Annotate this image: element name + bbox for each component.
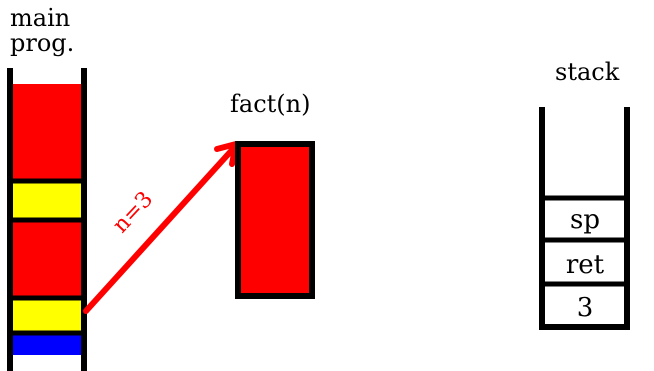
stack-label: stack [555, 58, 620, 86]
stack-cell-sp: sp [570, 205, 600, 235]
function-body [235, 141, 315, 299]
main-program-code-block-1 [10, 84, 83, 181]
stack-structure: stack sp ret 3 [539, 58, 630, 330]
argument-label: n=3 [108, 187, 158, 238]
stack-cell-ret: ret [566, 250, 605, 280]
function-label: fact(n) [230, 90, 310, 118]
stack-cell-arg: 3 [577, 293, 594, 323]
call-arrow-shaft [83, 147, 235, 314]
call-arrow: n=3 [83, 141, 239, 314]
main-program-current-instruction [10, 333, 83, 355]
main-program-label-line1: main [10, 4, 70, 32]
function-block: fact(n) [230, 90, 315, 299]
main-program-column: main prog. [7, 4, 87, 371]
main-program-call-site-2 [10, 298, 83, 333]
main-program-label-line2: prog. [10, 29, 74, 57]
main-program-call-site-1 [10, 181, 83, 220]
main-program-code-block-2 [10, 220, 83, 298]
